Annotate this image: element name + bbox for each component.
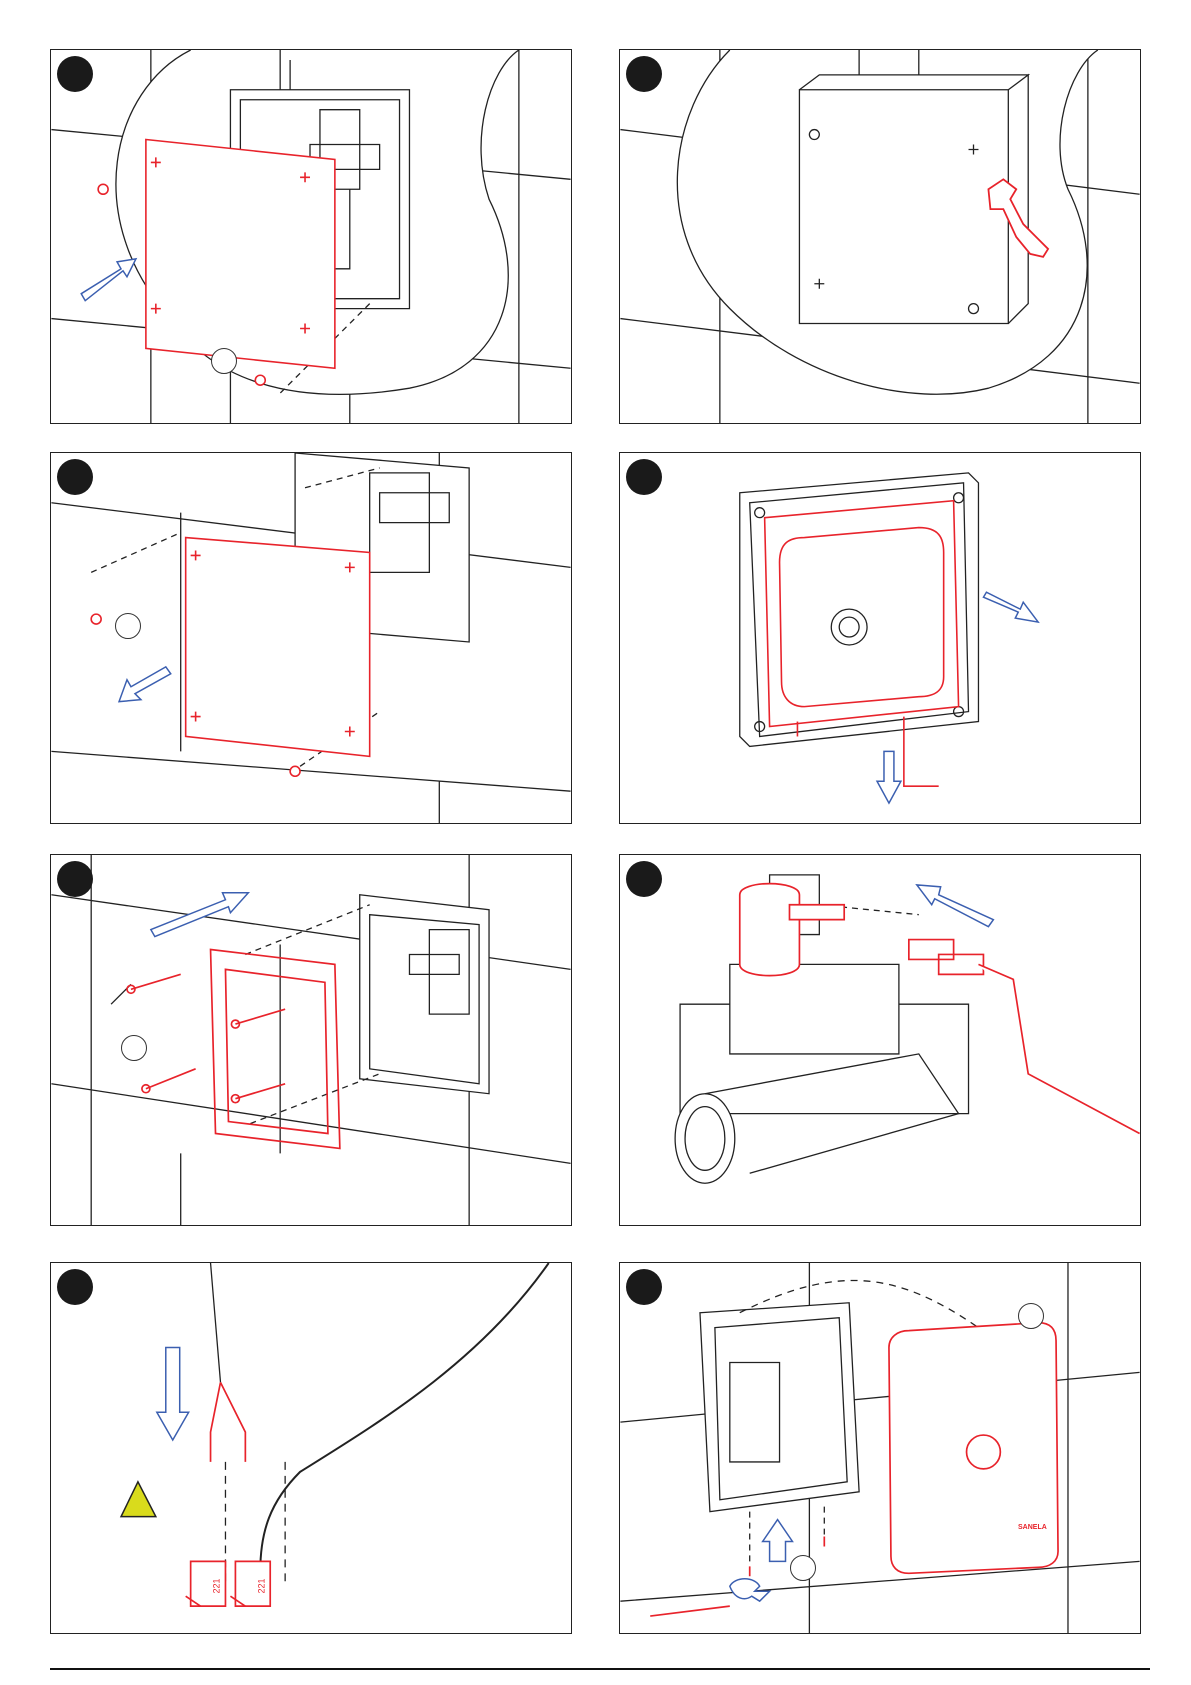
step-number-badge <box>626 459 662 495</box>
step-number-badge <box>626 861 662 897</box>
step-panel-3 <box>50 452 572 824</box>
step-panel-4 <box>619 452 1141 824</box>
illustration-cable-terminals <box>51 1263 571 1633</box>
callout-circle-b <box>790 1555 816 1581</box>
step-panel-8: SANELA <box>619 1262 1141 1634</box>
illustration-solenoid-valve-connector <box>620 855 1140 1225</box>
callout-circle <box>115 613 141 639</box>
terminal-label-b: 221 <box>257 1578 267 1593</box>
cover-brand-label: SANELA <box>1018 1524 1047 1531</box>
step-panel-1 <box>50 49 572 424</box>
warning-triangle-icon <box>121 1482 156 1517</box>
step-number-badge <box>626 1269 662 1305</box>
step-number-badge <box>57 1269 93 1305</box>
step-panel-2 <box>619 49 1141 424</box>
callout-circle <box>121 1035 147 1061</box>
terminal-label-a: 221 <box>212 1578 222 1593</box>
step-panel-7: 221 221 <box>50 1262 572 1634</box>
step-number-badge <box>57 861 93 897</box>
callout-circle <box>211 348 237 374</box>
step-number-badge <box>57 459 93 495</box>
step-number-badge <box>57 56 93 92</box>
illustration-attach-cover <box>620 1263 1140 1633</box>
illustration-frame-removal <box>620 453 1140 823</box>
illustration-remove-cover <box>51 50 571 423</box>
callout-circle-a <box>1018 1303 1044 1329</box>
step-panel-6 <box>619 854 1141 1226</box>
illustration-tighten-screws <box>620 50 1140 423</box>
step-panel-5 <box>50 854 572 1226</box>
step-number-badge <box>626 56 662 92</box>
footer-rule <box>50 1668 1150 1670</box>
